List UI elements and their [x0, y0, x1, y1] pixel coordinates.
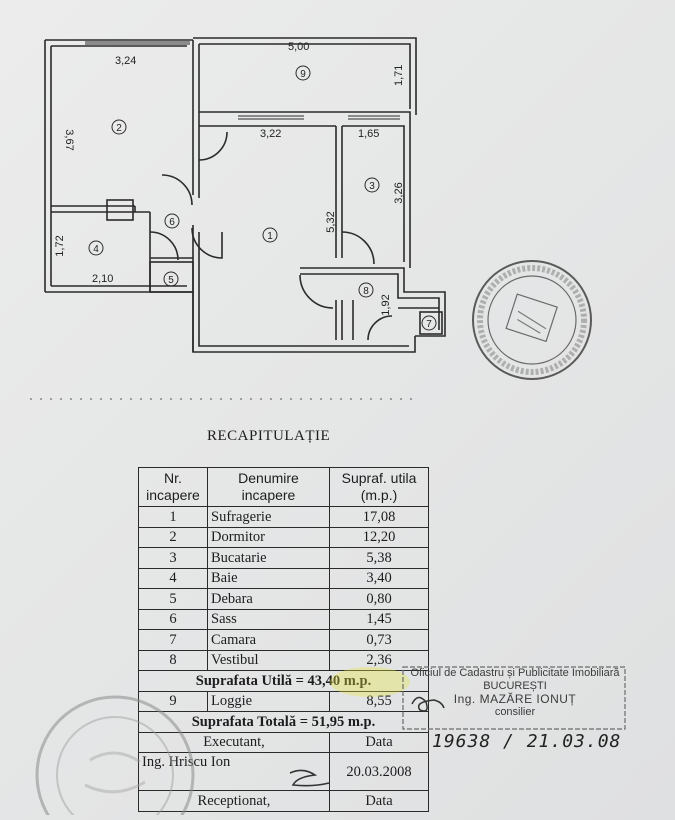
row-nr: 1: [138, 506, 208, 528]
dim-171: 1,71: [393, 65, 405, 86]
table-row: 2 Dormitor 12,20: [138, 526, 429, 548]
row-nr: 5: [138, 588, 208, 610]
row-area: 0,73: [329, 629, 429, 651]
cadastre-stamp: Oficiul de Cadastru și Publicitate Imobi…: [404, 667, 626, 731]
executant-date: 20.03.2008: [329, 752, 429, 791]
row-name: Loggie: [207, 690, 330, 712]
executant-row: Ing. Hriscu Ion 20.03.2008: [138, 752, 429, 791]
wall-loggia: [193, 37, 417, 115]
dim-324: 3,24: [115, 55, 136, 67]
room-7-number: 7: [426, 319, 432, 330]
row-name: Dormitor: [207, 526, 330, 548]
row-area: 1,45: [329, 608, 429, 630]
wall-inner-left: [50, 45, 187, 287]
dim-210: 2,10: [92, 273, 113, 285]
row-name: Vestibul: [207, 649, 330, 671]
room-1-number: 1: [267, 231, 273, 242]
totala-total-row: Suprafata Totală = 51,95 m.p.: [138, 711, 429, 733]
stamp-frame: [402, 666, 626, 730]
row-nr: 2: [138, 526, 208, 548]
room-2-number: 2: [116, 123, 122, 134]
row-area: 17,08: [329, 506, 429, 528]
room-6-number: 6: [169, 217, 175, 228]
inspector-signature: [411, 696, 445, 712]
dim-165: 1,65: [358, 128, 379, 140]
header-area: Supraf. utila (m.p.): [329, 467, 429, 507]
data-label: Data: [329, 731, 429, 753]
data-label-2: Data: [329, 790, 429, 812]
stamp-office: Oficiul de Cadastru și Publicitate Imobi…: [410, 667, 620, 679]
room-9-number: 9: [300, 69, 306, 80]
table-row: 7 Camara 0,73: [138, 629, 429, 651]
table-row: 3 Bucatarie 5,38: [138, 547, 429, 569]
row-nr: 3: [138, 547, 208, 569]
room-8-number: 8: [363, 286, 369, 297]
table-row: 4 Baie 3,40: [138, 567, 429, 589]
table-row: 1 Sufragerie 17,08: [138, 506, 429, 528]
row-name: Debara: [207, 588, 330, 610]
row-area: 5,38: [329, 547, 429, 569]
table-header-row: Nr. incapere Denumire incapere Supraf. u…: [138, 467, 429, 507]
marker-highlight: [330, 667, 410, 697]
row-nr: 8: [138, 649, 208, 671]
table-row: 5 Debara 0,80: [138, 588, 429, 610]
round-seal-stamp: [472, 260, 592, 380]
table-row: 8 Vestibul 2,36: [138, 649, 429, 671]
dim-367: 3,67: [63, 129, 75, 150]
totala-total: Suprafata Totală = 51,95 m.p.: [138, 711, 429, 733]
table-row: 6 Sass 1,45: [138, 608, 429, 630]
row-nr: 4: [138, 567, 208, 589]
recap-title: RECAPITULAȚIE: [207, 428, 331, 444]
stamp-role: consilier: [494, 706, 536, 718]
row-name: Camara: [207, 629, 330, 651]
dim-500: 5,00: [288, 41, 309, 53]
registration-number: 19638 / 21.03.08: [432, 731, 622, 752]
room-3-number: 3: [369, 181, 375, 192]
executant-name: Ing. Hriscu Ion: [138, 752, 330, 791]
row-name: Baie: [207, 567, 330, 589]
dim-532: 5,32: [325, 211, 337, 232]
room-4-number: 4: [93, 244, 99, 255]
blurred-seal-stamp: [35, 695, 195, 815]
row-nr: 6: [138, 608, 208, 630]
wall-outer-left: [44, 39, 194, 352]
row-area: 12,20: [329, 526, 429, 548]
header-name: Denumire incapere: [207, 467, 330, 507]
dim-192: 1,92: [380, 294, 392, 315]
executant-signature: [289, 769, 330, 787]
row-nr: 7: [138, 629, 208, 651]
executant-header-row: Executant, Data: [138, 731, 429, 753]
header-nr: Nr. incapere: [138, 467, 208, 507]
stamp-city: BUCUREȘTI: [483, 680, 547, 692]
floor-plan: 3,24 5,00 1,71 3,67 3,22 1,65 3,26 5,32 …: [30, 37, 446, 400]
dim-326: 3,26: [393, 182, 405, 203]
row-name: Sufragerie: [207, 506, 330, 528]
row-area: 0,80: [329, 588, 429, 610]
row-name: Sass: [207, 608, 330, 630]
stamp-name: Ing. MAZĂRE IONUȚ: [453, 692, 577, 706]
dim-322: 3,22: [260, 128, 281, 140]
row-name: Bucatarie: [207, 547, 330, 569]
dim-172: 1,72: [54, 235, 66, 256]
row-area: 3,40: [329, 567, 429, 589]
room-5-number: 5: [168, 275, 174, 286]
